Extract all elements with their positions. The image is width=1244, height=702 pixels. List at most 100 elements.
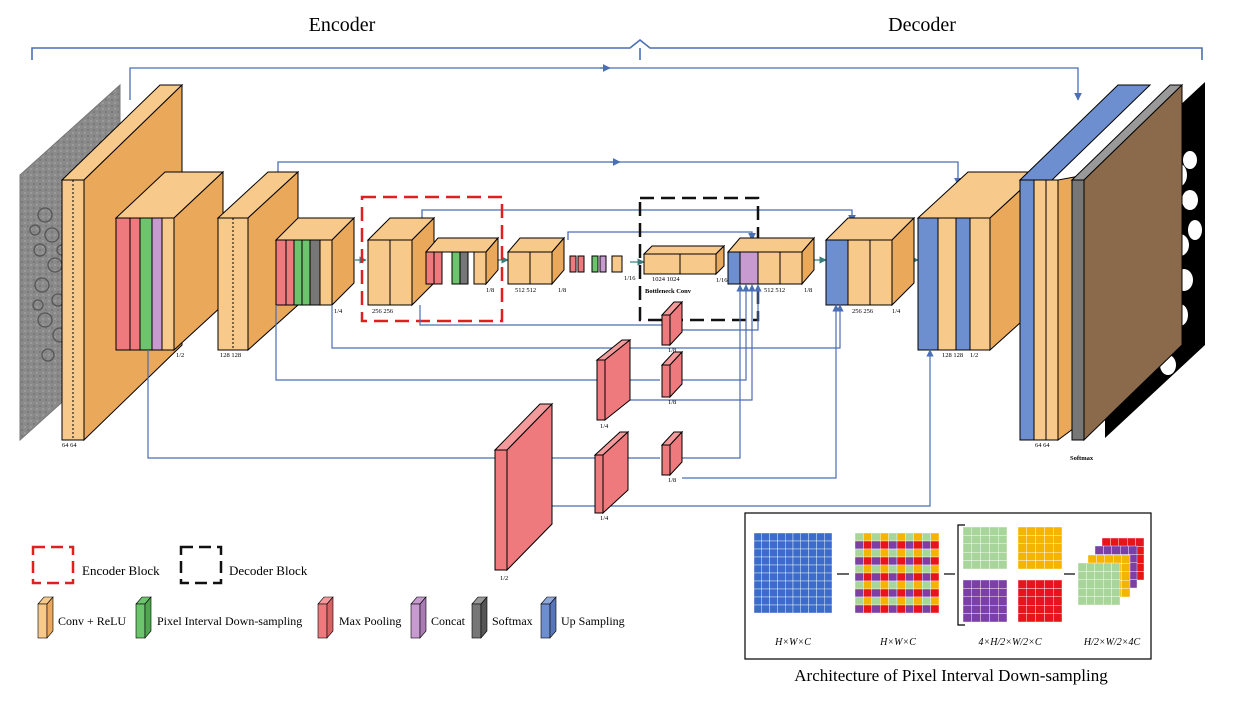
grid-cell [1017, 596, 1028, 606]
grid-cell [922, 540, 931, 550]
grid-cell [863, 572, 873, 582]
grid-cell [792, 540, 802, 550]
pid-subsample-grids [962, 526, 1063, 623]
pid-label-2: H×W×C [879, 637, 916, 648]
grid-cell [1026, 543, 1036, 553]
grid-cell [753, 548, 763, 558]
grid-cell [998, 605, 1008, 614]
legend-conv: Conv + ReLU [58, 614, 126, 628]
grid-cell [824, 580, 833, 590]
grid-cell [863, 564, 873, 574]
grid-cell [998, 560, 1008, 570]
enc2-label: 128 128 [220, 352, 241, 359]
grid-cell [761, 556, 770, 566]
grid-cell [922, 548, 931, 558]
grid-cell [880, 588, 889, 598]
grid-cell [1111, 562, 1121, 572]
grid-cell [896, 564, 906, 574]
grid-cell [871, 596, 881, 606]
grid-cell [880, 580, 889, 590]
grid-cell [824, 548, 833, 558]
grid-cell [971, 535, 981, 545]
grid-cell [854, 604, 864, 614]
grid-cell [761, 604, 770, 614]
pool-e-label-1: 1/8 [668, 347, 676, 354]
grid-cell [1086, 588, 1096, 597]
grid-cell [913, 540, 923, 550]
pool-half-label: 1/2 [500, 575, 508, 582]
grid-cell [1119, 545, 1129, 555]
grid-cell [1052, 579, 1063, 589]
bottleneck-scale: 1/16 [716, 277, 728, 284]
grid-cell [816, 532, 825, 542]
pid-label-4: H/2×W/2×4C [1083, 637, 1141, 648]
grid-cell [913, 588, 923, 598]
grid-cell [863, 540, 873, 550]
grid-cell [854, 532, 864, 542]
grid-cell [1026, 605, 1036, 614]
grid-cell [1035, 535, 1045, 545]
grid-cell [896, 580, 906, 590]
grid-cell [777, 588, 786, 598]
pooling-blocks: 1/2 1/4 1/4 1/8 1/8 1/8 [493, 300, 684, 582]
grid-cell [1035, 526, 1045, 536]
grid-cell [1103, 545, 1113, 555]
grid-cell [785, 604, 794, 614]
grid-cell [800, 540, 809, 550]
grid-cell [1052, 605, 1063, 614]
grid-cell [1126, 537, 1136, 547]
grid-cell [808, 596, 817, 606]
grid-cell [1121, 571, 1131, 581]
grid-cell [769, 564, 778, 574]
grid-cell [1035, 588, 1045, 598]
grid-cell [871, 532, 881, 542]
grid-cell [998, 535, 1008, 545]
grid-cell [777, 572, 786, 582]
grid-cell [888, 588, 898, 598]
grid-cell [777, 580, 786, 590]
grid-cell [1102, 588, 1112, 597]
legend-decoder-block-swatch [179, 545, 223, 585]
grid-cell [816, 548, 825, 558]
grid-cell [769, 532, 778, 542]
grid-cell [761, 572, 770, 582]
pid-panel-title: Architecture of Pixel Interval Down-samp… [794, 666, 1108, 685]
grid-cell [930, 564, 940, 574]
grid-cell [1110, 537, 1120, 547]
grid-cell [1086, 579, 1096, 589]
grid-cell [1044, 588, 1054, 598]
grid-cell [888, 604, 898, 614]
grid-cell [863, 604, 873, 614]
grid-cell [792, 548, 802, 558]
grid-cell [761, 588, 770, 598]
legend-pid: Pixel Interval Down-sampling [157, 614, 302, 628]
grid-cell [896, 548, 906, 558]
enc3-scale: 1/8 [486, 287, 494, 294]
bottleneck-label: 1024 1024 [652, 276, 680, 283]
grid-cell [863, 596, 873, 606]
grid-cell [816, 540, 825, 550]
grid-cell [761, 580, 770, 590]
grid-cell [913, 572, 923, 582]
grid-cell [1017, 605, 1028, 614]
grid-cell [962, 535, 973, 545]
grid-cell [962, 543, 973, 553]
grid-cell [808, 532, 817, 542]
grid-cell [785, 532, 794, 542]
pid-input-grid [753, 532, 833, 614]
grid-cell [1052, 535, 1063, 545]
grid-cell [913, 596, 923, 606]
grid-cell [962, 526, 973, 536]
grid-cell [1017, 588, 1028, 598]
grid-cell [800, 572, 809, 582]
grid-cell [800, 596, 809, 606]
grid-cell [930, 556, 940, 566]
grid-cell [922, 588, 931, 598]
grid-cell [962, 596, 973, 606]
grid-cell [816, 564, 825, 574]
grid-cell [971, 588, 981, 598]
grid-cell [998, 552, 1008, 561]
grid-cell [824, 532, 833, 542]
grid-cell [800, 604, 809, 614]
